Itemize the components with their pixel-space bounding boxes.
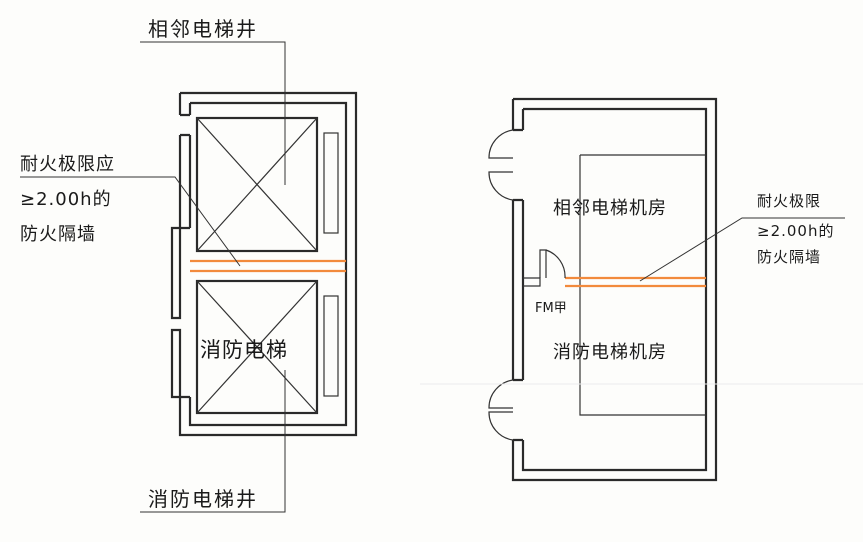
door-swing-upper-2 (488, 171, 514, 201)
leader-right-fire-wall (639, 217, 845, 282)
leader-adjacent-shaft (140, 41, 286, 185)
left-inner-wall (188, 101, 348, 427)
label-left-wall-line3: 防火隔墙 (20, 224, 96, 245)
leader-fire-shaft (140, 370, 286, 513)
fire-door-swing (545, 249, 566, 279)
label-right-wall-line3: 防火隔墙 (757, 248, 821, 266)
left-shaft-drawing (20, 41, 358, 513)
label-fire-shaft: 消防电梯井 (148, 487, 258, 511)
leader-fire-wall (20, 176, 241, 267)
right-outer-wall (511, 97, 718, 482)
label-left-wall-line2: ≥2.00h的 (20, 189, 112, 210)
label-fire-door: FM甲 (535, 301, 567, 316)
fire-car-cross (196, 280, 318, 414)
right-opening-jambs (513, 128, 523, 442)
adjacent-counterweight (323, 132, 339, 234)
fire-door-frame (523, 277, 541, 287)
door-swing-lower-2 (488, 411, 514, 441)
left-door-panel-2 (170, 328, 182, 399)
label-adjacent-shaft: 相邻电梯井 (148, 17, 258, 41)
adjacent-elevator-car (195, 116, 319, 253)
label-left-wall-line1: 耐火极限应 (20, 154, 115, 175)
label-fire-elevator: 消防电梯 (200, 338, 288, 362)
inner-partition (579, 154, 706, 416)
label-right-wall-line1: 耐火极限 (757, 192, 821, 210)
left-outer-wall (178, 91, 358, 437)
label-fire-room: 消防电梯机房 (553, 342, 667, 363)
label-adjacent-room: 相邻电梯机房 (553, 198, 667, 219)
right-inner-wall (521, 107, 708, 472)
adjacent-car-cross (196, 117, 318, 252)
left-door-panel-1 (170, 226, 182, 320)
fire-door-leaf (539, 249, 547, 278)
right-room-drawing (488, 97, 845, 482)
left-door-jamb-upper (180, 113, 190, 137)
fire-counterweight (323, 295, 339, 397)
door-swing-upper-1 (488, 129, 514, 159)
left-door-jamb-lower (180, 226, 190, 399)
fire-elevator-car (195, 279, 319, 415)
door-swing-lower-1 (488, 379, 514, 409)
label-right-wall-line2: ≥2.00h的 (757, 222, 834, 240)
